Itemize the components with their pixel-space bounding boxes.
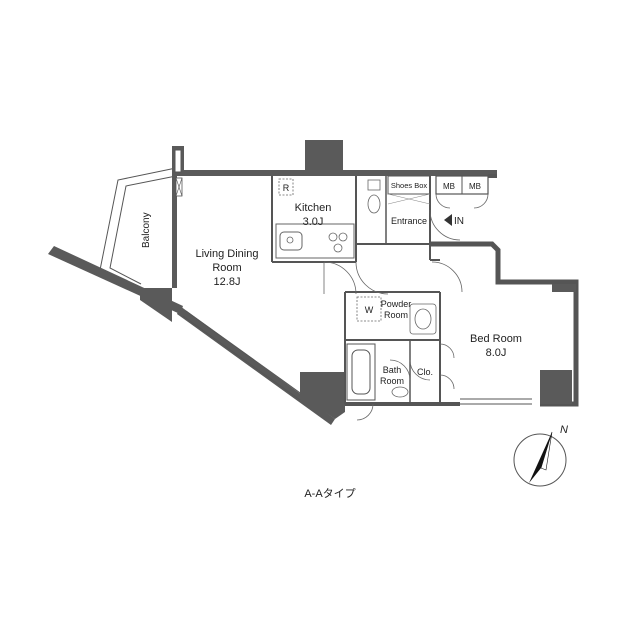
entrance-arrow-icon bbox=[444, 214, 452, 226]
living-label-line2: Room bbox=[212, 262, 241, 274]
kitchen-fixtures bbox=[275, 178, 355, 259]
kitchen-label: Kitchen bbox=[295, 202, 332, 214]
stove-icon bbox=[328, 232, 348, 253]
living-label-line1: Living Dining bbox=[196, 248, 259, 260]
fridge-icon bbox=[278, 178, 294, 196]
closet-label: Clo. bbox=[417, 367, 433, 377]
type-label: A-Aタイプ bbox=[304, 487, 355, 500]
shoes-box-cabinet bbox=[387, 175, 431, 205]
balcony-label: Balcony bbox=[141, 212, 152, 248]
toilet-icon bbox=[367, 179, 381, 214]
in-label: IN bbox=[454, 216, 464, 227]
living-size: 12.8J bbox=[214, 276, 241, 288]
bathtub-icon bbox=[346, 343, 376, 401]
washer-area bbox=[356, 296, 382, 322]
fridge-label: R bbox=[283, 183, 290, 193]
mb-label-1: MB bbox=[443, 182, 455, 191]
bath-label-line2: Room bbox=[380, 376, 404, 386]
door-swings bbox=[323, 209, 463, 421]
bedroom-label: Bed Room bbox=[470, 333, 522, 345]
bedroom-size: 8.0J bbox=[486, 347, 507, 359]
kitchen-size: 3.0J bbox=[303, 216, 324, 228]
compass-circle bbox=[513, 433, 567, 487]
bath-label-line1: Bath bbox=[383, 365, 402, 375]
entrance-label: Entrance bbox=[391, 216, 427, 226]
room-labels: Balcony Living Dining Room 12.8J Kitchen… bbox=[141, 181, 522, 386]
bath-sink-icon bbox=[391, 386, 409, 398]
mb-label-2: MB bbox=[469, 182, 481, 191]
mb-cabinets bbox=[435, 174, 497, 209]
washer-label: W bbox=[365, 305, 374, 315]
interior-walls bbox=[271, 176, 441, 404]
sink-icon bbox=[409, 303, 437, 335]
compass-needle-icon bbox=[529, 432, 552, 483]
compass-north-label: N bbox=[560, 424, 568, 436]
exterior-walls bbox=[48, 140, 579, 425]
powder-label-line2: Room bbox=[384, 310, 408, 320]
shoes-box-label: Shoes Box bbox=[391, 181, 428, 190]
compass: N bbox=[513, 424, 568, 487]
powder-label-line1: Powder bbox=[381, 299, 412, 309]
